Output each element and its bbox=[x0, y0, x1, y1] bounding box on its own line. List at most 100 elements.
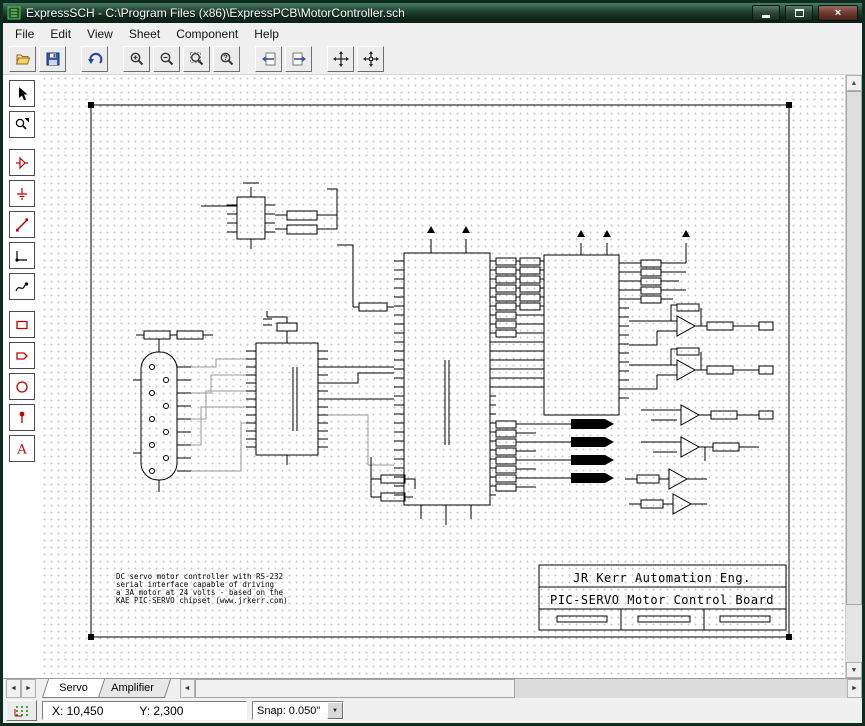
tool-place-curve-button[interactable] bbox=[9, 273, 35, 300]
schematic-drawing: JR Kerr Automation Eng. PIC-SERVO Motor … bbox=[88, 102, 792, 640]
tab-servo[interactable]: Servo bbox=[41, 679, 105, 698]
main-area: A bbox=[3, 75, 862, 678]
menu-bar: File Edit View Sheet Component Help bbox=[3, 23, 862, 44]
tool-place-rectangle-button[interactable] bbox=[9, 311, 35, 338]
snap-dropdown-button[interactable]: ▼ bbox=[327, 702, 343, 719]
tool-place-junction-button[interactable] bbox=[9, 404, 35, 431]
up-arrow-icon: ▲ bbox=[850, 79, 858, 87]
open-button[interactable] bbox=[9, 46, 36, 72]
pan-button[interactable] bbox=[327, 46, 354, 72]
menu-view[interactable]: View bbox=[87, 26, 113, 41]
vertical-scrollbar: ▲ ▼ bbox=[845, 75, 862, 678]
note-line-1: DC servo motor controller with RS-232 bbox=[116, 572, 283, 581]
vertical-scroll-track[interactable] bbox=[846, 91, 862, 662]
close-button[interactable]: × bbox=[818, 5, 858, 21]
tool-select-button[interactable] bbox=[9, 80, 35, 107]
tool-place-polygon-button[interactable] bbox=[9, 342, 35, 369]
down-arrow-icon: ▼ bbox=[850, 666, 858, 674]
tool-place-component-button[interactable] bbox=[9, 149, 35, 176]
zoom-previous-button[interactable] bbox=[213, 46, 240, 72]
rectangle-icon bbox=[16, 320, 28, 329]
left-arrow-icon: ◄ bbox=[183, 685, 191, 692]
title-block-line1: JR Kerr Automation Eng. bbox=[573, 571, 751, 585]
tab-amplifier[interactable]: Amplifier bbox=[93, 679, 171, 698]
move-arrows-icon bbox=[332, 51, 349, 67]
sheet-tab-bar: ◄ ► Servo Amplifier ◄ ► bbox=[3, 678, 862, 698]
zoom-out-button[interactable] bbox=[153, 46, 180, 72]
snap-value: Snap: 0.050" bbox=[257, 704, 321, 717]
menu-help[interactable]: Help bbox=[254, 26, 279, 41]
junction-dot-icon bbox=[19, 411, 25, 423]
vertical-scroll-thumb[interactable] bbox=[846, 91, 862, 605]
snake-line-icon bbox=[15, 281, 29, 291]
cursor-coordinates: X: 10,450 Y: 2,300 bbox=[42, 701, 247, 720]
menu-edit[interactable]: Edit bbox=[50, 26, 72, 41]
floppy-icon bbox=[46, 52, 59, 66]
scroll-center-button[interactable] bbox=[357, 46, 384, 72]
folder-open-icon bbox=[15, 54, 30, 65]
note-line-4: KAE PIC-SERVO chipset (www.jrkerr.com) bbox=[116, 596, 288, 605]
horizontal-scroll-track[interactable] bbox=[514, 679, 847, 698]
undo-arrow-icon bbox=[87, 52, 102, 64]
circle-icon bbox=[16, 380, 28, 393]
app-icon bbox=[7, 6, 21, 20]
zoom-window-button[interactable] bbox=[183, 46, 210, 72]
y-coordinate: Y: 2,300 bbox=[139, 703, 184, 718]
undo-button[interactable] bbox=[81, 46, 108, 72]
sheet-arrow-left-icon bbox=[261, 52, 275, 66]
horizontal-scroll-thumb[interactable] bbox=[194, 679, 515, 698]
left-arrow-icon: ◄ bbox=[10, 685, 17, 692]
note-line-2: serial interface capable of driving bbox=[116, 580, 274, 589]
tool-place-port-button[interactable] bbox=[9, 180, 35, 207]
tool-place-wire-button[interactable] bbox=[9, 211, 35, 238]
x-coordinate: X: 10,450 bbox=[52, 703, 104, 718]
magnifier-plus-icon bbox=[130, 52, 143, 66]
schematic-canvas[interactable]: JR Kerr Automation Eng. PIC-SERVO Motor … bbox=[41, 75, 845, 678]
sheet-previous-button[interactable] bbox=[255, 46, 282, 72]
snap-grid-icon bbox=[14, 705, 28, 716]
tool-place-circle-button[interactable] bbox=[9, 373, 35, 400]
note-line-3: a 3A motor at 24 volts - based on the bbox=[116, 588, 284, 597]
select-arrow-icon bbox=[19, 86, 28, 100]
status-bar: X: 10,450 Y: 2,300 Snap: 0.050" ▼ bbox=[3, 698, 862, 723]
corner-line-icon bbox=[15, 250, 27, 262]
menu-sheet[interactable]: Sheet bbox=[128, 26, 161, 41]
save-button[interactable] bbox=[39, 46, 66, 72]
move-arrows-center-icon bbox=[362, 51, 379, 67]
zoom-in-button[interactable] bbox=[123, 46, 150, 72]
tab-amplifier-label: Amplifier bbox=[110, 682, 154, 694]
tool-palette: A bbox=[3, 75, 41, 678]
svg-text:A: A bbox=[16, 442, 27, 457]
minimize-icon bbox=[762, 15, 770, 18]
right-arrow-icon: ► bbox=[25, 685, 32, 692]
minimize-button[interactable] bbox=[752, 5, 780, 21]
scroll-up-button[interactable]: ▲ bbox=[846, 75, 862, 91]
hscroll-right-button[interactable]: ► bbox=[847, 679, 862, 698]
zoom-select-icon bbox=[15, 117, 29, 130]
sheet-next-button[interactable] bbox=[285, 46, 312, 72]
maximize-button[interactable] bbox=[785, 5, 813, 21]
tab-scroll-left-button[interactable]: ◄ bbox=[6, 679, 21, 698]
menu-file[interactable]: File bbox=[15, 26, 35, 41]
right-arrow-icon: ► bbox=[851, 685, 858, 692]
sheet-arrow-right-icon bbox=[292, 52, 306, 66]
hscroll-left-button[interactable]: ◄ bbox=[179, 679, 195, 698]
polygon-arrow-icon bbox=[16, 351, 28, 360]
ground-port-icon bbox=[17, 187, 27, 200]
tool-place-corner-button[interactable] bbox=[9, 242, 35, 269]
snap-grid-button[interactable] bbox=[6, 700, 37, 721]
magnifier-window-icon bbox=[189, 52, 203, 66]
title-block-line2: PIC-SERVO Motor Control Board bbox=[550, 593, 774, 607]
menu-component[interactable]: Component bbox=[176, 26, 239, 41]
dropdown-arrow-icon: ▼ bbox=[332, 707, 338, 714]
tool-place-text-button[interactable]: A bbox=[9, 435, 35, 462]
snap-setting-combo[interactable]: Snap: 0.050" ▼ bbox=[252, 701, 344, 720]
title-bar[interactable]: ExpressSCH - C:\Program Files (x86)\Expr… bbox=[3, 3, 862, 23]
scroll-down-button[interactable]: ▼ bbox=[846, 662, 862, 678]
tab-scroll-right-button[interactable]: ► bbox=[21, 679, 36, 698]
tool-zoom-button[interactable] bbox=[9, 111, 35, 138]
component-symbol-icon bbox=[16, 156, 28, 169]
tab-servo-label: Servo bbox=[59, 682, 88, 694]
window-title: ExpressSCH - C:\Program Files (x86)\Expr… bbox=[26, 6, 405, 20]
